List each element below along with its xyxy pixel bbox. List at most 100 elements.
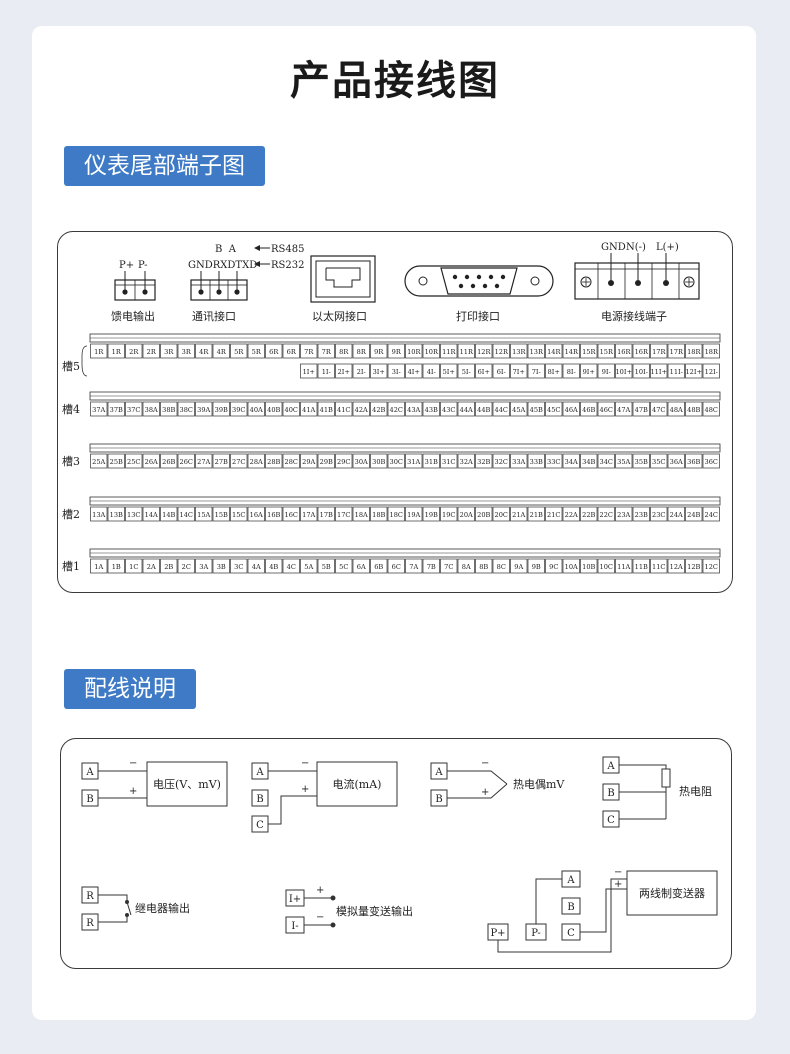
terminal-label: 3R	[182, 348, 192, 356]
terminal-label: 1B	[112, 563, 121, 571]
terminal-label: 37C	[127, 406, 140, 414]
terminal-label: 12I+	[685, 368, 702, 376]
terminal-cell: 18C	[387, 506, 405, 522]
terminal-cell: 8I+	[545, 363, 563, 379]
terminal-cell: 36C	[702, 453, 720, 469]
terminal-label: 6I+	[478, 368, 490, 376]
terminal-cell: 38A	[142, 401, 160, 417]
terminal-cell: 32C	[492, 453, 510, 469]
terminal-cell: 47B	[632, 401, 650, 417]
terminal-cell: 37B	[107, 401, 125, 417]
power-pin-label: GND	[601, 242, 626, 253]
terminal-cell: 48C	[702, 401, 720, 417]
rear-panel-diagram: P+ P- 馈电输出 B A RS485 GNDRXDTXD RS232	[57, 231, 733, 593]
terminal-label: 30C	[390, 458, 403, 466]
terminal-cell: 4R	[212, 343, 230, 359]
terminal-cell: 24B	[685, 506, 703, 522]
terminal-label: 5A	[304, 563, 313, 571]
terminal-cell: 1C	[125, 558, 143, 574]
voltage-terminal-a: A	[85, 767, 94, 778]
print-label: 打印接口	[456, 309, 500, 323]
rs232-pin-labels: GNDRXDTXD	[188, 260, 257, 271]
terminal-cell: 15R	[597, 343, 615, 359]
terminal-label: 6I-	[497, 368, 506, 376]
terminal-cell: 32B	[475, 453, 493, 469]
terminal-cell: 13R	[510, 343, 528, 359]
terminal-cell: 29B	[317, 453, 335, 469]
terminal-cell: 3R	[177, 343, 195, 359]
relay-terminal-2: R	[86, 918, 94, 929]
thermocouple-minus: −	[481, 758, 489, 769]
terminal-cell: 13R	[527, 343, 545, 359]
terminal-label: 9C	[549, 563, 558, 571]
terminal-label: 13R	[530, 348, 544, 356]
terminal-label: 6R	[287, 348, 297, 356]
terminal-label: 40B	[267, 406, 280, 414]
terminal-label: 4R	[217, 348, 227, 356]
terminal-cell: 12I-	[702, 363, 720, 379]
terminal-label: 11R	[460, 348, 474, 356]
terminal-cell: 18B	[370, 506, 388, 522]
terminal-cell: 17A	[300, 506, 318, 522]
terminal-label: 5B	[322, 563, 331, 571]
thermocouple-terminal-b: B	[435, 794, 442, 805]
terminal-label: 33B	[530, 458, 543, 466]
current-minus: −	[301, 758, 309, 769]
terminal-cell: 34A	[562, 453, 580, 469]
terminal-label: 7A	[409, 563, 418, 571]
terminal-cell: 9R	[370, 343, 388, 359]
terminal-cell: 19A	[405, 506, 423, 522]
terminal-cell: 41B	[317, 401, 335, 417]
terminal-label: 18C	[390, 511, 403, 519]
terminal-label: 31A	[407, 458, 420, 466]
rs485-label: RS485	[271, 244, 304, 255]
terminal-label: 4R	[199, 348, 209, 356]
terminal-label: 35B	[635, 458, 648, 466]
terminal-cell: 36B	[685, 453, 703, 469]
terminal-label: 15R	[600, 348, 614, 356]
rs232-label: RS232	[271, 260, 304, 271]
terminal-label: 45A	[512, 406, 525, 414]
terminal-cell: 12C	[702, 558, 720, 574]
comm-label: 通讯接口	[192, 310, 236, 323]
terminal-label: 9B	[532, 563, 541, 571]
terminal-label: 10B	[582, 563, 595, 571]
terminal-label: 2B	[164, 563, 173, 571]
terminal-cell: 2B	[160, 558, 178, 574]
analog-terminal-minus: I-	[291, 921, 298, 932]
analog-minus: −	[316, 912, 324, 923]
comm-connector: B A RS485 GNDRXDTXD RS232 通讯接口	[188, 244, 304, 323]
terminal-cell: 1I-	[317, 363, 335, 379]
terminal-cell: 3B	[212, 558, 230, 574]
terminal-cell: 15B	[212, 506, 230, 522]
terminal-label: 16B	[267, 511, 280, 519]
terminal-label: 13B	[110, 511, 123, 519]
terminal-label: 47B	[635, 406, 648, 414]
terminal-label: 23A	[617, 511, 630, 519]
terminal-cell: 30A	[352, 453, 370, 469]
current-label: 电流(mA)	[333, 777, 382, 791]
terminal-cell: 20A	[457, 506, 475, 522]
terminal-cell: 11A	[615, 558, 633, 574]
terminal-cell: 6A	[352, 558, 370, 574]
terminal-label: 41C	[337, 406, 350, 414]
print-port: 打印接口	[404, 265, 554, 323]
terminal-label: 4I+	[408, 368, 420, 376]
terminal-cell: 10A	[562, 558, 580, 574]
terminal-label: 42A	[355, 406, 368, 414]
terminal-cell: 7R	[317, 343, 335, 359]
terminal-label: 2I-	[357, 368, 366, 376]
terminal-label: 19A	[407, 511, 420, 519]
terminal-cell: 31A	[405, 453, 423, 469]
terminal-label: 17A	[302, 511, 315, 519]
terminal-label: 28C	[285, 458, 298, 466]
terminal-label: 23C	[652, 511, 665, 519]
terminal-label: 26B	[162, 458, 175, 466]
terminal-label: 10R	[425, 348, 439, 356]
slot-label: 槽3	[62, 455, 80, 468]
terminal-label: 13A	[92, 511, 105, 519]
terminal-cell: 32A	[457, 453, 475, 469]
terminal-cell: 28C	[282, 453, 300, 469]
terminal-label: 44A	[460, 406, 473, 414]
terminal-cell: 25A	[90, 453, 108, 469]
